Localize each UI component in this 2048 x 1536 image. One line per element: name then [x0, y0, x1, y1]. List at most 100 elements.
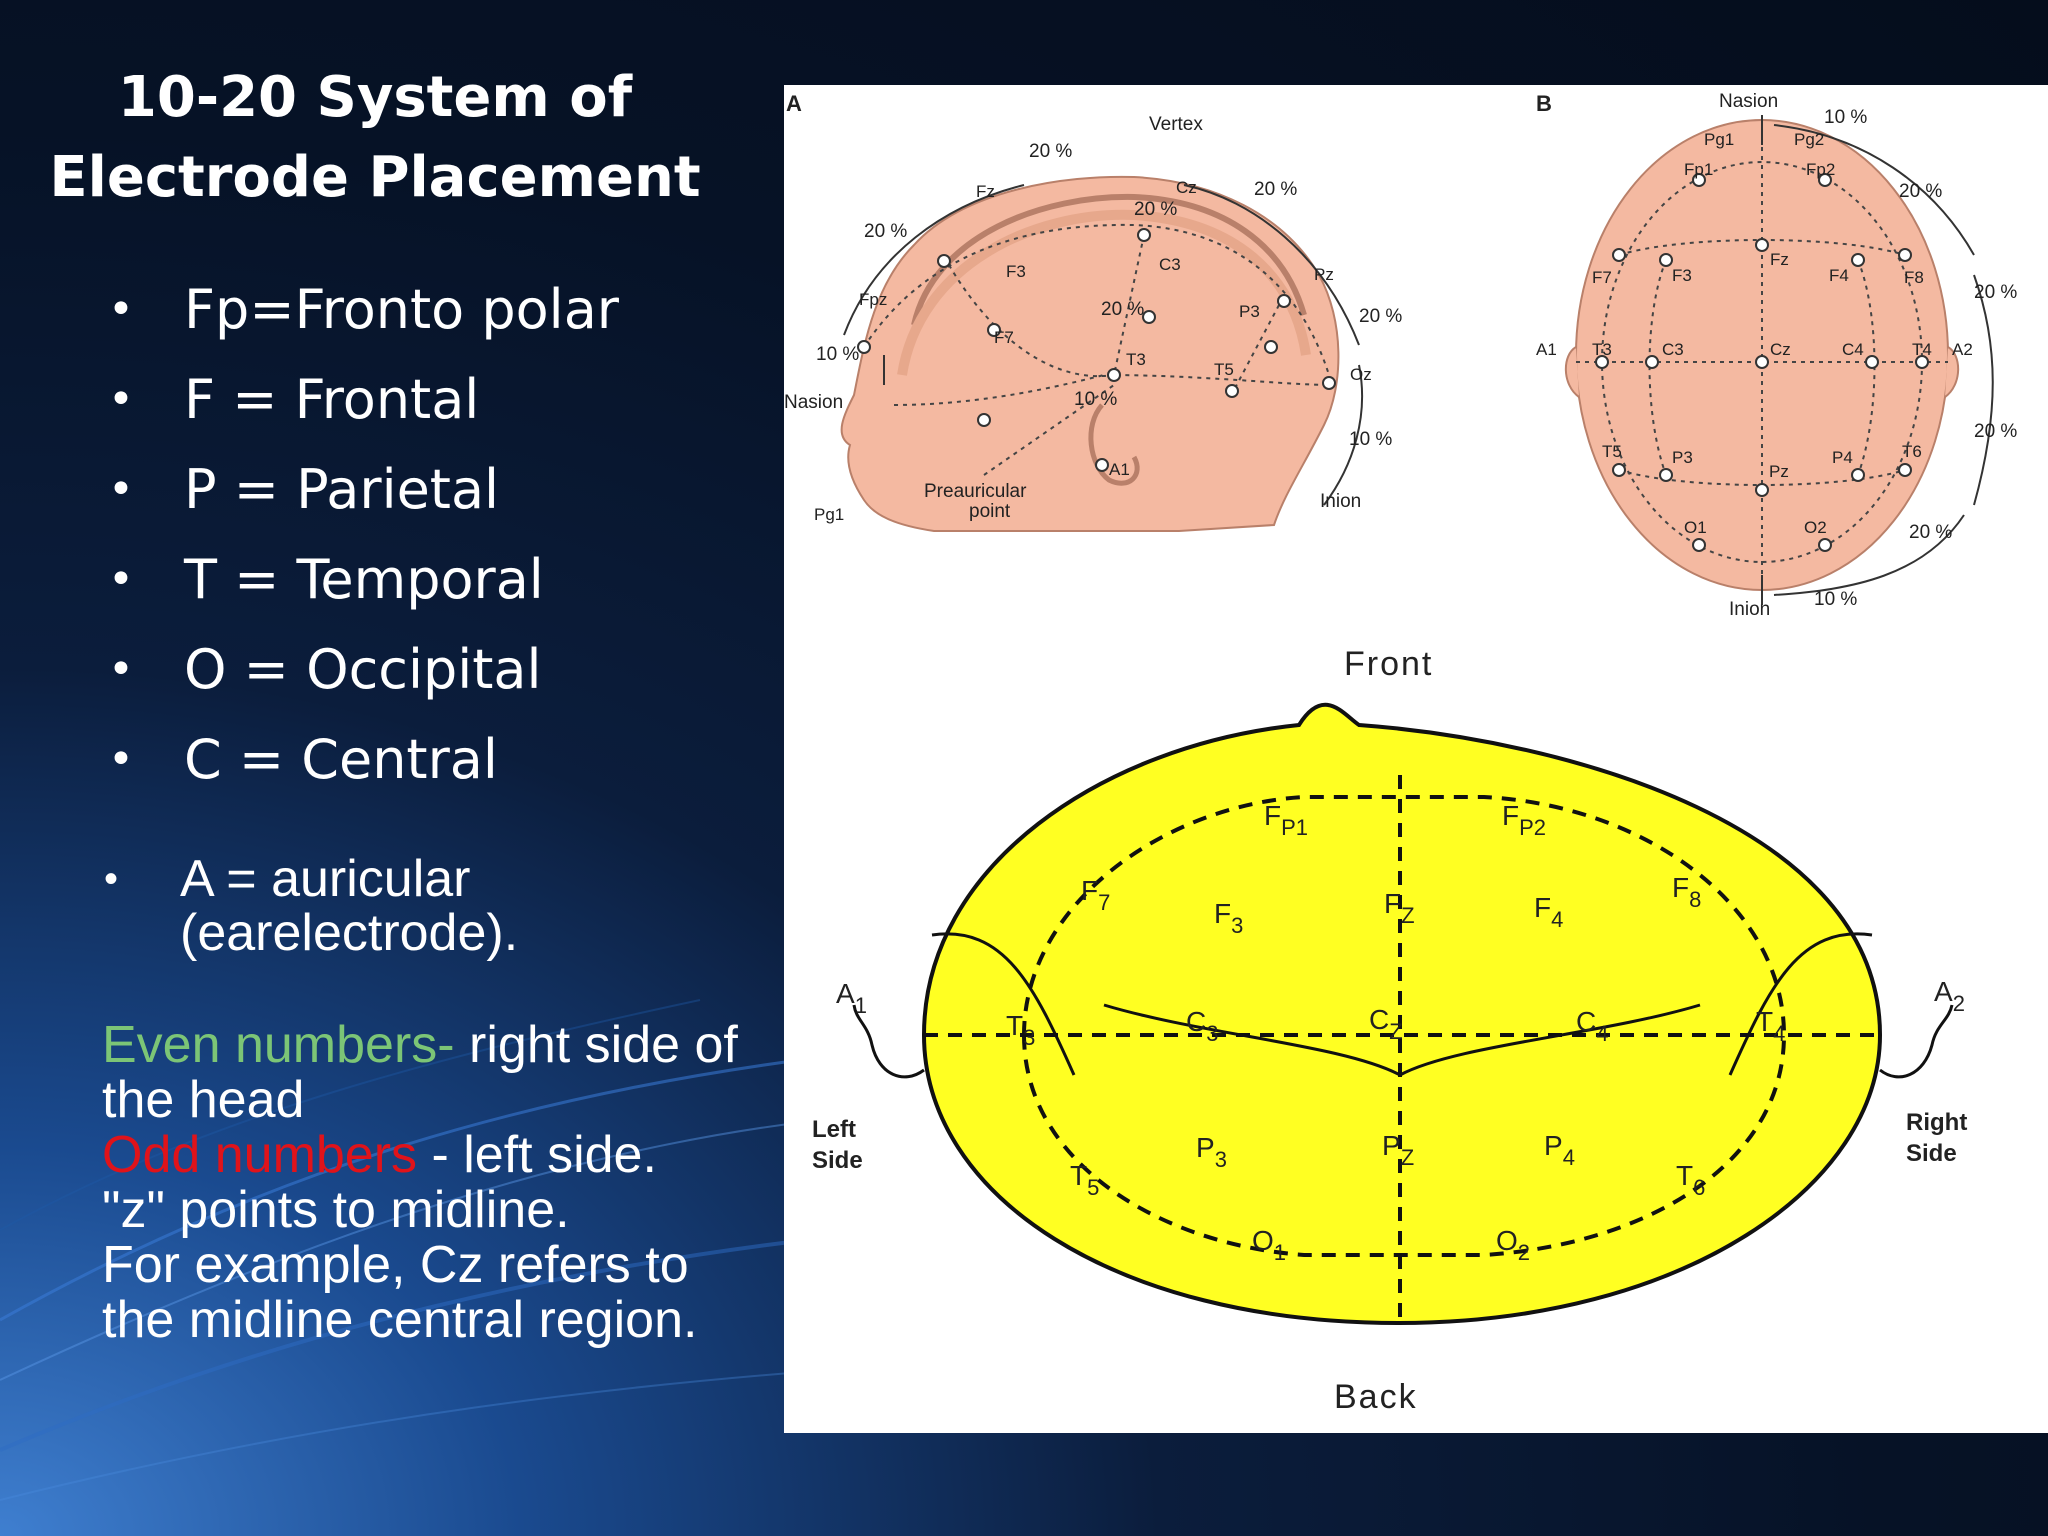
- electrode-label: Pg2: [1794, 130, 1824, 149]
- ear-shape: [1088, 403, 1140, 486]
- odd-numbers-text: - left side.: [417, 1126, 657, 1184]
- electrode-label: A1: [836, 978, 867, 1018]
- list-item-text: T = Temporal: [184, 548, 544, 611]
- measure-arc-top: [1773, 124, 1975, 256]
- panel-a-tag: A: [786, 91, 802, 116]
- measure-arc-bottom: [1773, 514, 1965, 596]
- electrode-diagram: A: [784, 91, 2017, 1416]
- electrode-label: T3: [1126, 350, 1146, 369]
- electrode-figure: A: [784, 85, 2048, 1433]
- electrode-label: T4: [1756, 1006, 1785, 1046]
- left-ear-icon: [852, 1004, 925, 1079]
- bullet-icon: •: [108, 644, 134, 695]
- list-item: • C = Central: [100, 720, 619, 810]
- electrode-label: F7: [994, 328, 1014, 347]
- bullet-icon: •: [104, 857, 119, 901]
- pct-label: 10 %: [1074, 389, 1117, 410]
- front-label: Front: [1344, 645, 1433, 683]
- left-side-label-1: Left: [812, 1116, 856, 1143]
- pct-label: 20 %: [1974, 282, 2017, 303]
- example-note: For example, Cz refers to the midline ce…: [102, 1236, 698, 1349]
- electrode-label: Fz: [976, 182, 995, 201]
- bullet-icon: •: [108, 284, 134, 335]
- abbreviation-list: •Fp=Fronto polar •F = Frontal •P = Parie…: [100, 270, 619, 810]
- pct-label: 10 %: [816, 344, 859, 365]
- measure-arc-inion: [1323, 364, 1364, 506]
- panel-a-side-view: A: [784, 91, 1402, 532]
- electrode-label: P4: [1544, 1130, 1575, 1170]
- right-ear-arc: [1728, 932, 1873, 1076]
- right-side-label-1: Right: [1906, 1109, 1967, 1136]
- measure-arc-front: [843, 184, 1025, 336]
- electrode-label: FP2: [1502, 800, 1546, 840]
- electrode-label: Pz: [1314, 265, 1334, 284]
- pct-label: 10 %: [1824, 107, 1867, 128]
- electrode-label: T5: [1214, 360, 1234, 379]
- pct-label: 20 %: [1134, 199, 1177, 220]
- right-side-label-2: Side: [1906, 1140, 1957, 1167]
- electrode-label: P3: [1196, 1132, 1227, 1172]
- list-item-text: P = Parietal: [184, 458, 500, 521]
- pct-label: 20 %: [1029, 141, 1072, 162]
- even-numbers-text: right side of the head: [102, 1016, 738, 1129]
- slide-title: 10-20 System of Electrode Placement: [40, 58, 710, 218]
- electrode-label: A1: [1109, 460, 1130, 479]
- electrode-label: Cz: [1176, 178, 1197, 197]
- electrode-label: T4: [1912, 340, 1932, 359]
- pct-label: 20 %: [1899, 181, 1942, 202]
- bullet-icon: •: [108, 734, 134, 785]
- electrode-label: Cz: [1770, 340, 1791, 359]
- list-item: •T = Temporal: [100, 540, 619, 630]
- electrode-label: F4: [1534, 892, 1563, 932]
- list-item: •P = Parietal: [100, 450, 619, 540]
- title-line-2: Electrode Placement: [49, 145, 701, 210]
- electrode-label: O1: [1684, 518, 1707, 537]
- inion-label: Inion: [1320, 491, 1361, 512]
- electrode-label: P3: [1672, 448, 1693, 467]
- left-side-label-2: Side: [812, 1147, 863, 1174]
- map-dashed-lines: [924, 775, 1880, 1323]
- pct-label: 20 %: [1909, 522, 1952, 543]
- odd-numbers-label: Odd numbers: [102, 1126, 418, 1184]
- temporal-line: [893, 373, 1333, 406]
- electrode-label: F4: [1829, 266, 1849, 285]
- left-ear-arc: [931, 932, 1076, 1076]
- list-item-text: Fp=Fronto polar: [184, 278, 619, 341]
- vertex-label: Vertex: [1149, 114, 1203, 135]
- electrode-label: F3: [1214, 898, 1243, 938]
- measure-arc-side: [1973, 274, 1994, 506]
- electrode-label: F3: [1006, 262, 1026, 281]
- electrode-label: F7: [1592, 268, 1612, 287]
- electrode-label: Oz: [1350, 365, 1372, 384]
- electrode-label: C4: [1576, 1006, 1608, 1046]
- pct-label: 20 %: [1359, 306, 1402, 327]
- electrode-label: PZ: [1382, 1130, 1414, 1170]
- electrode-label: A2: [1952, 340, 1973, 359]
- pct-label: 20 %: [1974, 421, 2017, 442]
- list-item-text: O = Occipital: [184, 638, 542, 701]
- electrode-label: P3: [1239, 302, 1260, 321]
- electrode-label: A1: [1536, 340, 1557, 359]
- list-item: • O = Occipital: [100, 630, 619, 720]
- electrode-label: T5: [1602, 442, 1622, 461]
- list-item: • Fp=Fronto polar: [100, 270, 619, 360]
- parietal-line: [1233, 304, 1280, 391]
- electrode-label: A2: [1934, 976, 1965, 1016]
- bullet-icon: •: [108, 374, 134, 425]
- electrode-label: FZ: [1384, 888, 1415, 928]
- electrode-label: F3: [1672, 266, 1692, 285]
- side-head-shape: [840, 175, 1340, 532]
- electrode-map: Front Back FP1 FP2 F7 F3 FZ: [812, 645, 1967, 1416]
- electrode-label: C3: [1662, 340, 1684, 359]
- electrode-label: T6: [1676, 1160, 1705, 1200]
- central-curve: [1103, 1003, 1701, 1077]
- list-item-text: C = Central: [184, 728, 498, 791]
- nasion-label: Nasion: [1719, 91, 1778, 112]
- electrode-label: F8: [1904, 268, 1924, 287]
- numbering-notes: Even numbers- right side of the head Odd…: [102, 1018, 742, 1348]
- list-item: •F = Frontal: [100, 360, 619, 450]
- electrode-label: Pz: [1769, 462, 1789, 481]
- even-numbers-label: Even numbers-: [102, 1016, 455, 1074]
- electrode-label: T3: [1592, 340, 1612, 359]
